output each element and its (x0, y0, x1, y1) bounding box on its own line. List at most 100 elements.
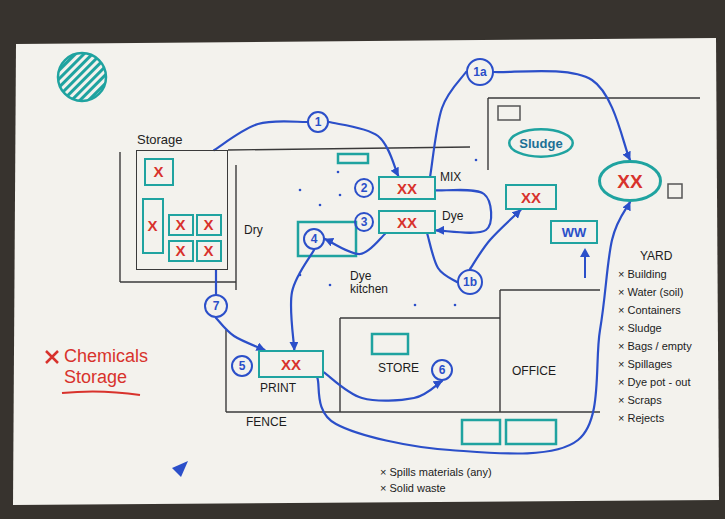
area-label: YARD (640, 250, 672, 263)
legend-symbol (44, 349, 60, 365)
node-text: X (147, 218, 157, 233)
store-box (506, 420, 556, 444)
flow-arrow (216, 318, 265, 350)
flow-arrow (427, 234, 457, 282)
step-circle: 5 (231, 355, 253, 377)
step-circle: 2 (354, 178, 374, 198)
chemical-bin: X (142, 198, 164, 254)
outline (205, 295, 227, 317)
chemical-bin: X (196, 240, 222, 262)
node-text: Sludge (519, 137, 562, 150)
outline (232, 356, 252, 376)
wall-line (119, 152, 120, 282)
note-item: × Building (618, 268, 667, 280)
note-item: × Sludge (618, 322, 662, 334)
window (668, 184, 682, 198)
node-text: 1a (473, 66, 486, 78)
teal-boxes (298, 154, 556, 444)
wall-line (487, 98, 488, 170)
outline (467, 59, 493, 85)
area-label: MIX (440, 171, 461, 184)
node-text: 5 (239, 360, 246, 372)
note-item: × Water (soil) (618, 286, 683, 298)
print-table: XX (258, 350, 324, 378)
small-arrow-head (580, 248, 590, 257)
cross-mark (46, 351, 58, 363)
paper-sheet (13, 38, 719, 505)
flow-arrow (494, 71, 630, 160)
outline (458, 270, 482, 294)
node-text: XX (397, 181, 417, 196)
node-text: 7 (213, 300, 220, 312)
hatched-circle (58, 53, 106, 101)
step-circle: 1b (457, 269, 483, 295)
node-text: X (203, 243, 213, 258)
outline (355, 213, 373, 231)
legend-text: Chemicals Storage (64, 346, 182, 387)
hazard-oval: XX (598, 160, 662, 202)
window (498, 106, 520, 120)
flow-arrow (430, 72, 466, 176)
wall-line (226, 411, 600, 412)
outline (432, 360, 452, 380)
flow-arrow (215, 270, 217, 294)
area-label: Dye kitchen (350, 270, 402, 296)
legend-item: Chemicals Storage (44, 346, 182, 387)
dot (454, 304, 457, 307)
note-item: × Scraps (618, 394, 662, 406)
area-label: PRINT (260, 382, 296, 395)
note-item: × Bags / empty (618, 340, 692, 352)
node-text: X (175, 243, 185, 258)
mix-tank: XX (378, 176, 436, 200)
flow-arrow (317, 202, 630, 454)
chemical-bin: XX (505, 184, 557, 210)
node-text: 1b (463, 276, 477, 288)
dot (329, 284, 332, 287)
walls (120, 98, 700, 412)
note-item: × Dye pot - out (618, 376, 690, 388)
wall-line (120, 281, 236, 282)
node-text: WW (562, 226, 587, 239)
node-text: XX (521, 190, 541, 205)
step-circle: 3 (354, 212, 374, 232)
sludge-oval: Sludge (508, 128, 574, 158)
wall-line (500, 289, 600, 290)
note-item: × Rejects (618, 412, 664, 424)
flow-arrow (291, 250, 314, 350)
wall-line (225, 330, 226, 412)
wall-line (499, 290, 500, 412)
dot (475, 159, 478, 162)
dot (414, 304, 417, 307)
note-item: × Spillages (618, 358, 672, 370)
dot (299, 189, 302, 192)
flow-arrow (436, 190, 491, 233)
outline (600, 162, 661, 201)
area-label: STORE (378, 362, 419, 375)
dot (337, 171, 340, 174)
outline (355, 179, 373, 197)
wall-line (339, 318, 340, 412)
node-text: 6 (439, 364, 446, 376)
note-item: × Containers (618, 304, 681, 316)
flow-arrow (325, 234, 385, 254)
area-heading: Storage (137, 132, 183, 147)
outline (308, 112, 328, 132)
node-text: 1 (315, 116, 322, 128)
arrowhead-mark (172, 461, 188, 477)
step-circle: 1a (466, 58, 494, 86)
node-text: X (175, 217, 185, 232)
flow-arrow (214, 121, 307, 150)
chemical-bin: X (168, 240, 194, 262)
step-circle: 6 (431, 359, 453, 381)
area-label: OFFICE (512, 365, 556, 378)
flow-arrow (329, 122, 398, 176)
step-circle: 1 (307, 111, 329, 133)
node-text: 4 (311, 233, 318, 245)
node-text: XX (617, 172, 642, 191)
wastewater-box: WW (550, 220, 598, 244)
flow-arrow (470, 210, 521, 269)
storage-area: StorageXXXXXX (136, 150, 228, 270)
note-item: × Solid waste (380, 482, 446, 494)
flow-arrow (324, 372, 442, 400)
